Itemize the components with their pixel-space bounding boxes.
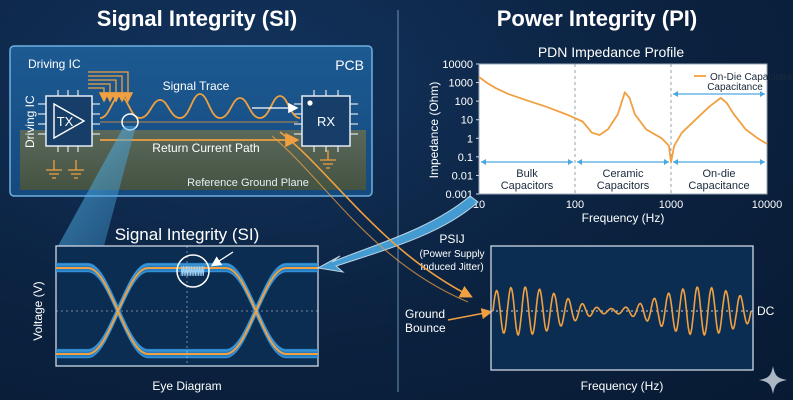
- noise-trace: [492, 286, 752, 337]
- chart-legend: On-Die Capacitance: [694, 72, 793, 83]
- annotation-arrowhead-left: [673, 91, 678, 97]
- driving-ic-top-label: Driving IC: [28, 57, 81, 71]
- region-label-2-sub: Capacitors: [597, 180, 650, 192]
- y-tick-label: 10000: [442, 59, 473, 71]
- pi-title: Power Integrity (PI): [497, 6, 697, 31]
- region-label-2: Ceramic: [603, 168, 644, 180]
- region-label-1: Bulk: [516, 168, 538, 180]
- ground-plane-label: Reference Ground Plane: [187, 177, 309, 189]
- ground-bounce-arrow-2: [271, 135, 469, 303]
- eye-ylabel: Voltage (V): [31, 281, 45, 340]
- tx-label: TX: [57, 114, 74, 129]
- ground-symbols: [46, 150, 336, 179]
- eye-xlabel: Eye Diagram: [152, 379, 221, 393]
- eye-title: Signal Integrity (SI): [115, 225, 260, 244]
- region-label-bg: [493, 165, 561, 191]
- x-tick-label: 10000: [752, 199, 783, 211]
- rx-chip: RX: [294, 90, 358, 152]
- psij-title: PSIJ: [439, 232, 464, 246]
- region-arrowhead-left: [577, 159, 582, 165]
- pdn-chart-title: PDN Impedance Profile: [538, 44, 685, 60]
- y-tick-label: 10: [461, 115, 473, 127]
- ground-bounce-label-2: Bounce: [405, 321, 446, 335]
- pcb-label: PCB: [335, 57, 364, 73]
- jitter-circle: [176, 254, 210, 288]
- rx-label: RX: [317, 114, 335, 129]
- psij-sub-1: (Power Supply: [419, 249, 484, 260]
- x-tick-label: 1000: [659, 199, 683, 211]
- region-label-3: On-die: [702, 168, 735, 180]
- legend-label: On-Die Capacitance: [710, 72, 793, 83]
- si-title: Signal Integrity (SI): [97, 6, 297, 31]
- y-tick-label: 1000: [449, 78, 473, 90]
- pdn-ylabel: Impedance (Ohm): [427, 82, 441, 179]
- region-arrowhead-right: [664, 159, 669, 165]
- zoom-beam: [58, 126, 136, 246]
- y-tick-label: 0.1: [458, 152, 473, 164]
- pcb-board: PCB Reference Ground Plane Driving IC Dr…: [9, 45, 373, 197]
- region-arrowhead-left: [481, 159, 486, 165]
- driving-ic-side-label: Driving IC: [23, 95, 37, 148]
- impedance-curve: [478, 76, 768, 164]
- driving-ic-arrows: [88, 71, 134, 103]
- ground-bounce-label-1: Ground: [405, 307, 445, 321]
- eye-panel: Signal Integrity (SI) Voltage (V) Eye Di…: [31, 225, 319, 393]
- sparkle-icon: [759, 366, 787, 394]
- noise-waveform: [492, 286, 752, 337]
- region-label-bg: [589, 165, 657, 191]
- dc-label: DC: [757, 304, 775, 318]
- annotation-label: Capacitance: [707, 82, 763, 93]
- jitter-noise: [180, 265, 205, 277]
- signal-trace: [99, 93, 301, 119]
- region-arrowhead-right: [568, 159, 573, 165]
- y-tick-label: 0.001: [445, 189, 473, 201]
- pdn-xlabel: Frequency (Hz): [582, 211, 665, 225]
- signal-trace-label: Signal Trace: [163, 79, 230, 93]
- region-label-3-sub: Capacitance: [688, 180, 749, 192]
- region-label-bg: [685, 165, 753, 191]
- tx-chip: TX: [38, 90, 100, 152]
- x-tick-label: 100: [566, 199, 584, 211]
- region-arrowhead-left: [673, 159, 678, 165]
- psij-sub-2: Induced Jitter): [420, 262, 483, 273]
- return-current-label: Return Current Path: [152, 141, 259, 155]
- noise-xlabel: Frequency (Hz): [581, 379, 664, 393]
- noise-panel: DC Frequency (Hz): [490, 245, 775, 393]
- y-tick-label: 100: [455, 96, 473, 108]
- annotation-arrowhead-right: [760, 91, 765, 97]
- y-tick-label: 1: [467, 133, 473, 145]
- psij-arrow: [316, 195, 479, 273]
- region-label-1-sub: Capacitors: [501, 180, 554, 192]
- eye-highlight-trace: [56, 267, 318, 355]
- y-tick-label: 0.01: [452, 170, 473, 182]
- ground-bounce-arrow-1: [279, 131, 473, 298]
- region-arrowhead-right: [760, 159, 765, 165]
